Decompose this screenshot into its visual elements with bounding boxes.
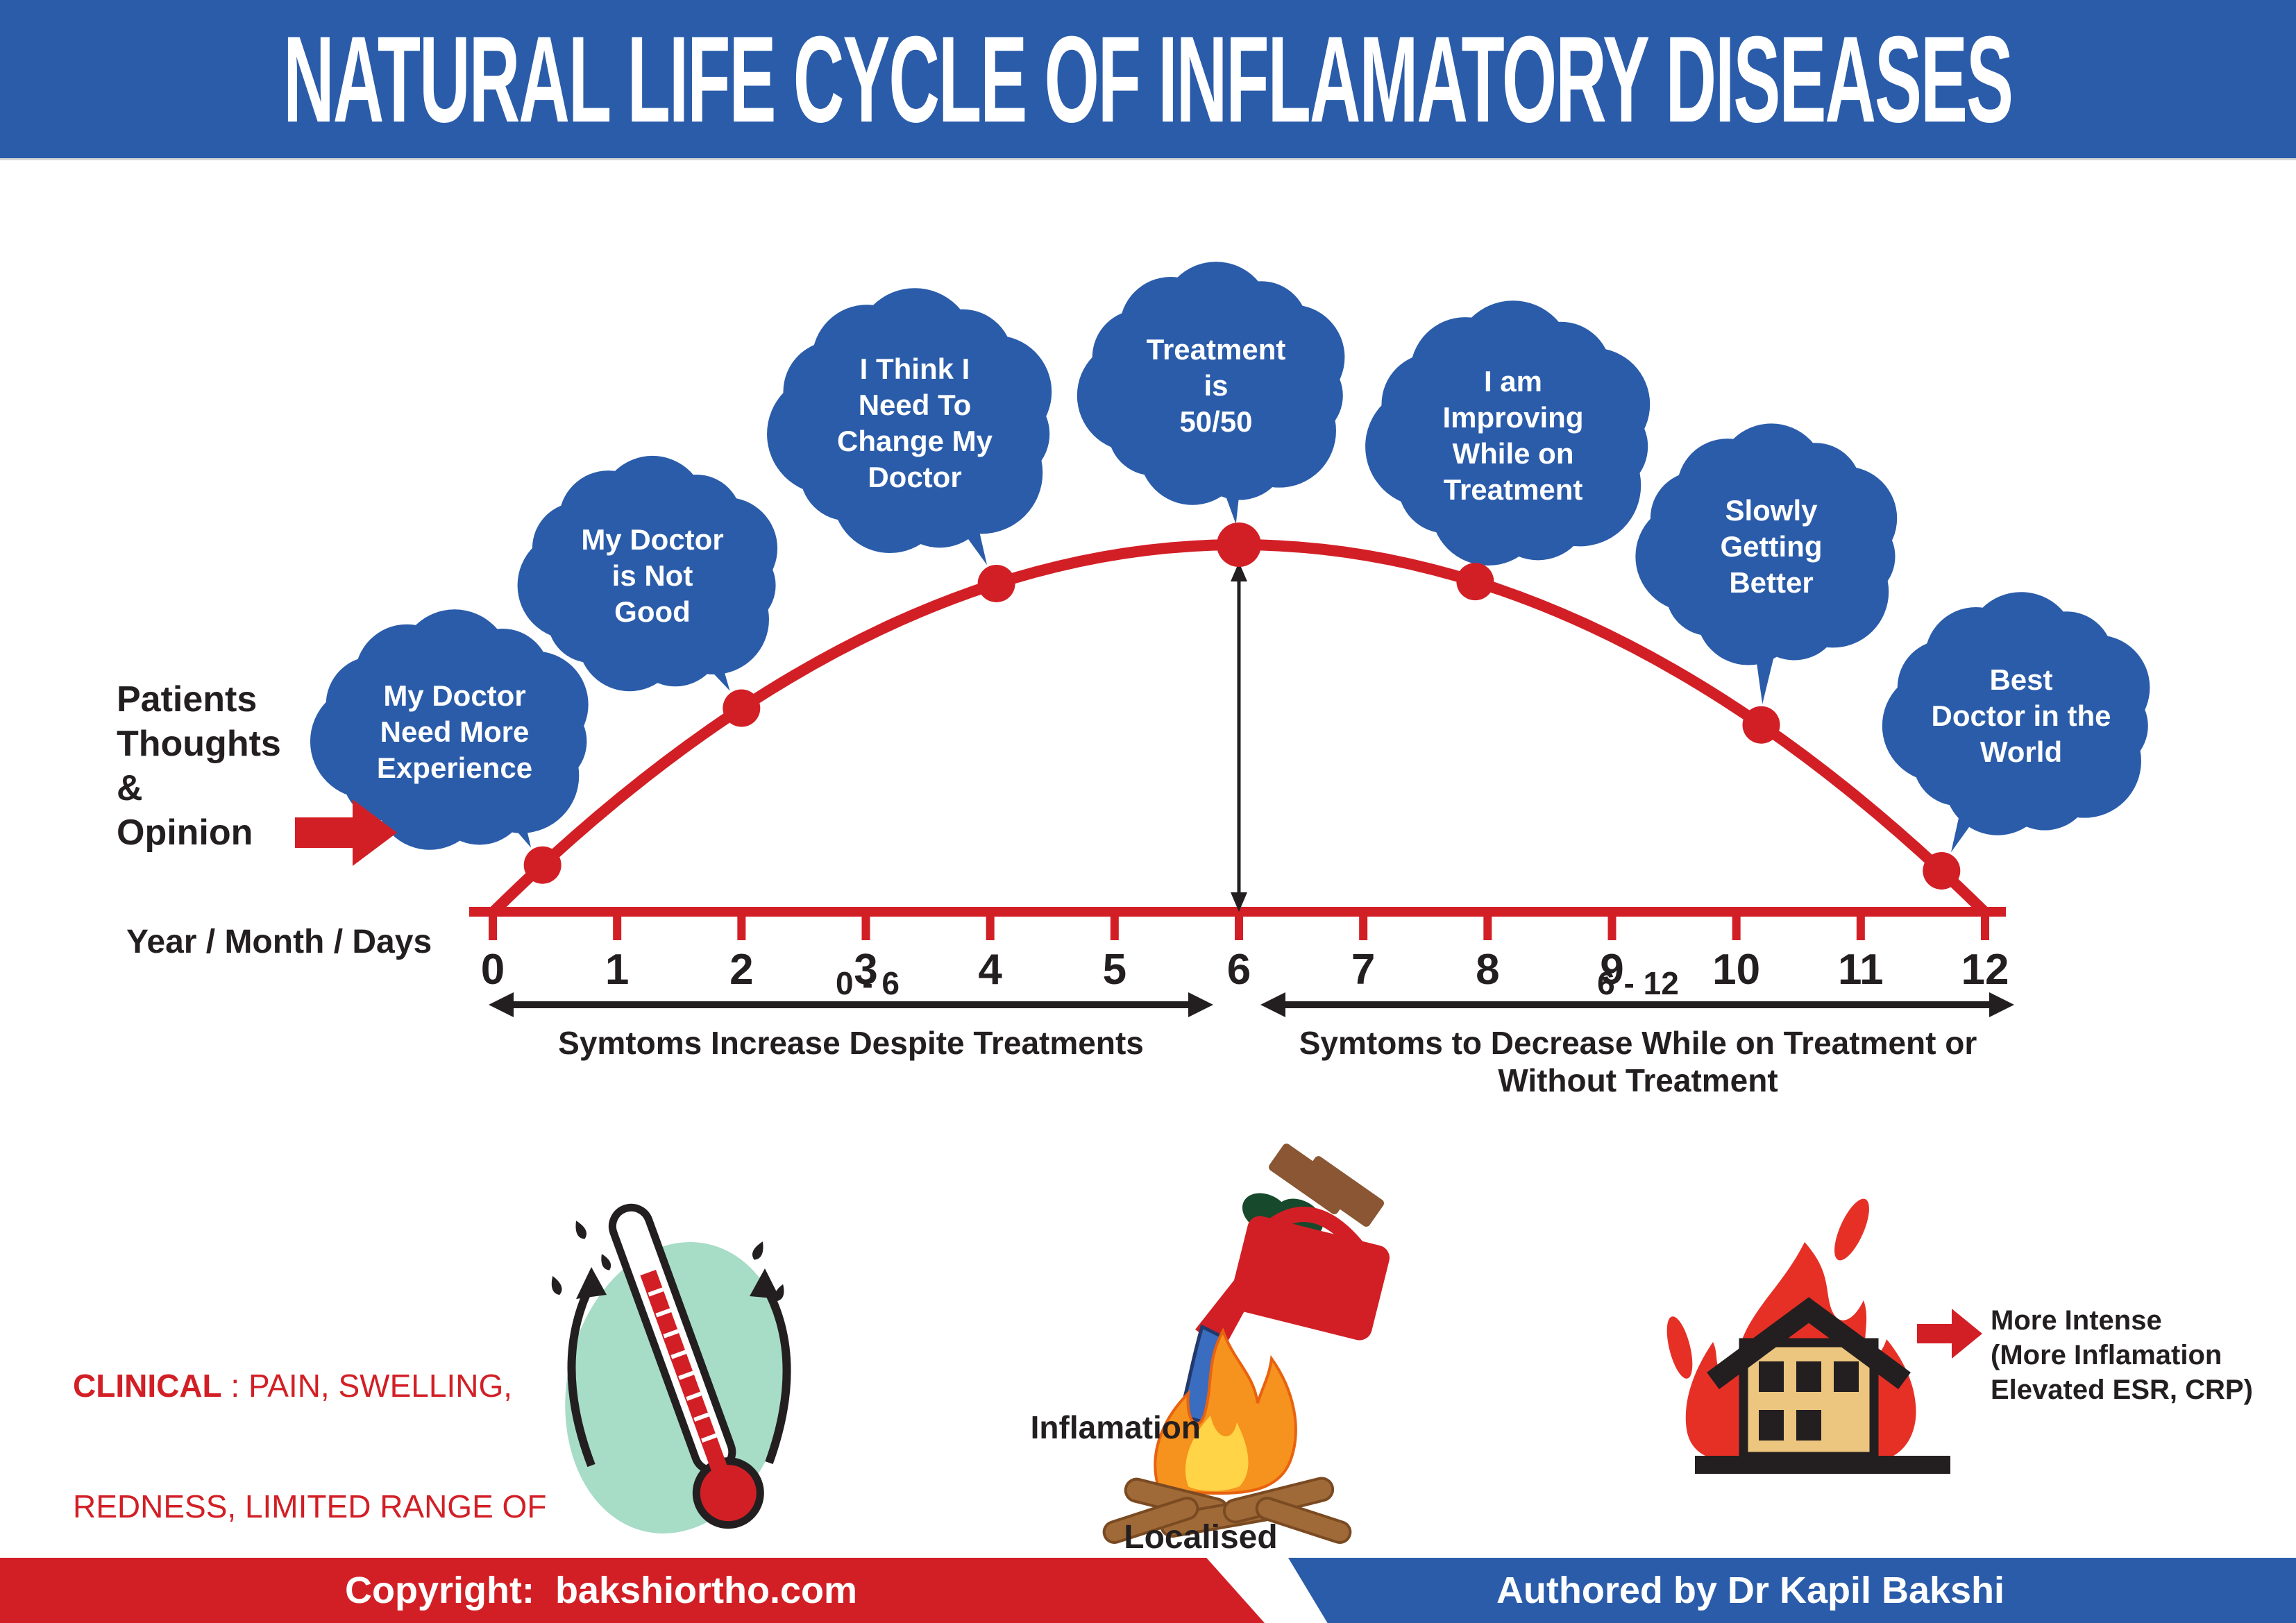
axis-tick-label: 3 — [854, 946, 877, 994]
footer-author-band: Authored by Dr Kapil Bakshi — [1288, 1558, 2296, 1623]
campfire-illustration — [1102, 1327, 1352, 1544]
thought-bubble — [1365, 300, 1651, 566]
curve-markers — [523, 522, 1961, 890]
rising-arrows-icon — [567, 1282, 791, 1468]
axis-tick-label: 7 — [1351, 946, 1375, 994]
thought-bubble — [517, 455, 778, 692]
axis-tick — [1981, 917, 1990, 940]
inflammation-label: Inflamation — [1030, 1409, 1201, 1445]
range-arrow-left — [489, 992, 1213, 1017]
range-span-right: 6 - 12 — [1597, 965, 1679, 1001]
copyright-text: Copyright: bakshiortho.com — [344, 1570, 858, 1611]
sleeve-icon — [1301, 1156, 1384, 1227]
patients-arrow-icon — [295, 799, 397, 866]
more-intense-note: More Intense (More Inflamation Elevated … — [1991, 1305, 2253, 1405]
thermometer-tube — [608, 1203, 764, 1529]
axis-tick — [1110, 917, 1119, 940]
curve-point-marker — [723, 689, 761, 727]
axis-tick — [489, 917, 497, 940]
axis-tick — [1235, 917, 1244, 940]
patients-thoughts-label: Patients Thoughts & Opinion — [117, 679, 281, 853]
axis-tick — [613, 917, 622, 940]
clinical-findings-text: CLINICAL : PAIN, SWELLING, REDNESS, LIMI… — [73, 1368, 547, 1623]
flame-core-icon — [1185, 1416, 1249, 1491]
axis-tick — [1607, 917, 1617, 940]
range-desc-right: Symtoms to Decrease While on Treatment o… — [1299, 1025, 1977, 1098]
range-span-left: 0 - 6 — [835, 965, 900, 1001]
house-ground — [1695, 1456, 1950, 1474]
thought-bubble — [767, 288, 1052, 566]
localised-label: Localised — [1124, 1519, 1278, 1556]
thought-bubble — [1077, 262, 1345, 525]
thought-bubble — [310, 609, 589, 850]
range-arrow-right — [1260, 992, 2014, 1017]
house-windows — [1759, 1361, 1859, 1441]
thermometer-illustration — [551, 1203, 791, 1533]
thought-bubble — [1882, 592, 2150, 853]
axis-tick-label: 1 — [605, 946, 629, 994]
axis-tick-label: 8 — [1476, 946, 1499, 994]
axis-tick — [1732, 917, 1741, 940]
axis-tick — [1856, 917, 1865, 940]
axis-tick-label: 0 — [481, 946, 505, 994]
axis-tick-label: 9 — [1600, 946, 1623, 994]
axis-tick-label: 12 — [1961, 946, 2009, 994]
axis-tick-label: 5 — [1103, 946, 1126, 994]
curve-point-marker — [523, 846, 562, 884]
x-axis-line — [469, 907, 2006, 917]
axis-tick — [737, 917, 746, 940]
axis-tick-label: 11 — [1838, 946, 1884, 994]
curve-point-marker — [1923, 851, 1961, 890]
axis-tick — [861, 917, 870, 940]
curve-point-marker — [1217, 522, 1262, 567]
curve-point-marker — [977, 564, 1015, 602]
author-text: Authored by Dr Kapil Bakshi — [1496, 1570, 2005, 1611]
axis-tick-label: 6 — [1227, 946, 1251, 994]
axis-unit-label: Year / Month / Days — [126, 924, 432, 960]
page-title: NATURAL LIFE CYCLE OF INFLAMATORY DISEAS… — [283, 10, 2014, 148]
curve-point-marker — [1742, 706, 1780, 744]
axis-tick — [1359, 917, 1368, 940]
can-body — [1230, 1216, 1390, 1341]
axis-tick-label: 2 — [729, 946, 753, 994]
burning-house-illustration — [1666, 1198, 1982, 1474]
footer-copyright-band: Copyright: bakshiortho.com — [0, 1558, 1265, 1623]
axis-tick — [1483, 917, 1492, 940]
axis-tick-label: 4 — [978, 946, 1002, 994]
range-desc-left: Symtoms Increase Despite Treatments — [558, 1025, 1144, 1061]
thought-bubbles — [310, 262, 2150, 853]
peak-span-arrow — [1231, 562, 1247, 912]
x-axis-ticks — [489, 917, 1990, 940]
house-roof — [1707, 1297, 1911, 1390]
thought-bubble — [1635, 423, 1898, 704]
curve-point-marker — [1456, 563, 1494, 601]
header-banner: NATURAL LIFE CYCLE OF INFLAMATORY DISEAS… — [0, 0, 2296, 158]
axis-tick — [986, 917, 995, 940]
logs-icon — [1102, 1477, 1352, 1544]
more-intense-arrow-icon — [1917, 1309, 1982, 1359]
header-divider — [0, 158, 2296, 160]
axis-tick-label: 10 — [1712, 946, 1760, 994]
